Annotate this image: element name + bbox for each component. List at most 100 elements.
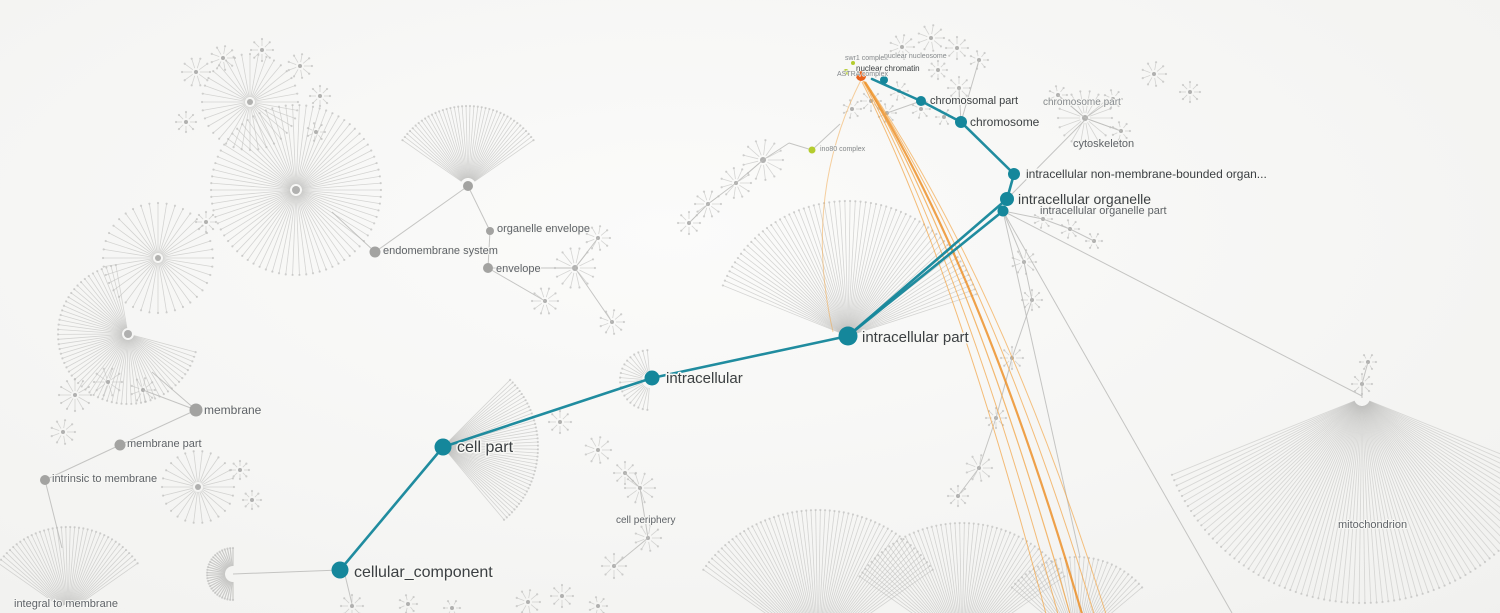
fan-spoke [196, 75, 201, 86]
fan-spoke [813, 205, 847, 329]
node-intracellular-organelle-part[interactable] [997, 205, 1009, 217]
fan-spoke [227, 193, 292, 242]
fan-spoke [132, 337, 180, 383]
fan-spoke-tip [63, 442, 67, 445]
node-intracellular-non-membrane-bounded-organelle[interactable] [1008, 168, 1020, 180]
fan-spoke [793, 212, 846, 329]
fan-center-dot [1152, 72, 1156, 76]
graph-edge [688, 203, 709, 224]
fan-spoke-tip [1393, 599, 1396, 602]
node-endomembrane-system[interactable] [369, 246, 381, 258]
node-chromatin-node[interactable] [880, 76, 888, 84]
node-complex-node-1[interactable] [843, 69, 849, 75]
fan-spoke [1366, 403, 1495, 555]
fan-spoke [540, 288, 545, 298]
fan-spoke [551, 424, 558, 431]
node-complex-node-2[interactable] [808, 146, 816, 154]
fan-spoke-tip [788, 213, 791, 216]
fan-spoke-tip [591, 275, 595, 278]
fan-spoke-tip [1252, 570, 1255, 574]
fan-spoke [635, 538, 645, 543]
fan-spoke-tip [124, 548, 128, 552]
fan-spoke-tip [528, 589, 532, 592]
node-organelle-envelope[interactable] [486, 227, 494, 235]
node-cellular-component[interactable] [331, 561, 349, 579]
fan-spoke [207, 575, 226, 582]
fan-spoke [981, 459, 990, 466]
fan-spoke-tip [362, 137, 366, 141]
fan-spoke [648, 525, 651, 535]
node-organelle-envelope-apex[interactable] [463, 181, 473, 191]
fan-spoke-tip [963, 487, 967, 491]
fan-spoke [223, 61, 226, 70]
fan-burst [200, 52, 300, 152]
node-envelope[interactable] [483, 263, 493, 273]
fan-spoke [1101, 576, 1133, 613]
fan-spoke [3, 555, 63, 608]
fan-spoke [724, 280, 841, 334]
fan-spoke-tip [950, 94, 953, 97]
fan-spoke-tip [634, 501, 637, 504]
fan-burst [599, 309, 626, 335]
fan-spoke [278, 195, 296, 274]
fan-spoke [177, 457, 196, 484]
fan-spoke [562, 252, 573, 265]
fan-spoke [1369, 401, 1500, 464]
fan-spoke-tip [980, 454, 983, 457]
node-membrane[interactable] [189, 403, 203, 417]
node-intracellular-organelle[interactable] [1000, 192, 1014, 206]
node-chromosome[interactable] [955, 116, 967, 128]
fan-spoke-tip [80, 385, 83, 388]
fan-spoke-tip [946, 108, 950, 112]
fan-spoke [449, 450, 524, 499]
fan-spoke-tip [508, 513, 511, 516]
fan-spoke [251, 106, 267, 148]
node-intrinsic-to-membrane[interactable] [40, 475, 50, 485]
fan-spoke [931, 526, 954, 613]
fan-spoke [626, 360, 645, 376]
node-complex-node-3[interactable] [851, 61, 855, 65]
fan-spoke [986, 546, 1036, 613]
fan-spoke-tip [518, 502, 521, 505]
node-cell-part[interactable] [434, 438, 452, 456]
node-chromosomal-part[interactable] [916, 96, 926, 106]
fan-spoke-tip [904, 535, 907, 538]
fan-spoke-tip [1363, 601, 1367, 605]
fan-spoke-tip [226, 137, 230, 141]
fan-spoke-tip [218, 550, 221, 553]
node-nucleosome-highlight[interactable] [856, 71, 866, 81]
node-intracellular-part[interactable] [838, 326, 858, 346]
fan-burst [946, 75, 972, 101]
fan-spoke-tip [590, 247, 594, 250]
fan-spoke [703, 569, 766, 613]
fan-spoke-tip [619, 371, 622, 375]
fan-spoke-tip [779, 168, 782, 171]
fan-spoke-tip [536, 448, 540, 451]
fan-spoke [0, 563, 62, 608]
fan-spoke [1107, 583, 1140, 613]
fan-spoke [810, 510, 817, 613]
fan-spoke-tip [1048, 89, 1051, 93]
fan-spoke [208, 563, 226, 572]
fan-spoke [225, 60, 248, 98]
fan-spoke [1079, 122, 1085, 145]
node-intracellular[interactable] [644, 370, 660, 386]
fan-spoke-tip [967, 522, 971, 525]
fan-spoke [448, 384, 516, 443]
fan-center-dot [298, 64, 302, 68]
fan-spoke-tip [860, 516, 864, 519]
fan-spoke-tip [156, 311, 160, 315]
fan-spoke-tip [838, 510, 841, 513]
fan-spoke-tip [118, 543, 121, 546]
fan-spoke-tip [527, 132, 530, 135]
fan-spoke-tip [183, 79, 186, 82]
fan-spoke [52, 528, 67, 605]
fan-spoke-tip [919, 553, 922, 557]
node-membrane-part[interactable] [114, 439, 126, 451]
fan-spoke-tip [1018, 364, 1021, 367]
fan-spoke [76, 380, 84, 392]
fan-spoke [600, 452, 609, 459]
fan-spoke [218, 64, 248, 99]
fan-spoke-tip [626, 478, 629, 481]
